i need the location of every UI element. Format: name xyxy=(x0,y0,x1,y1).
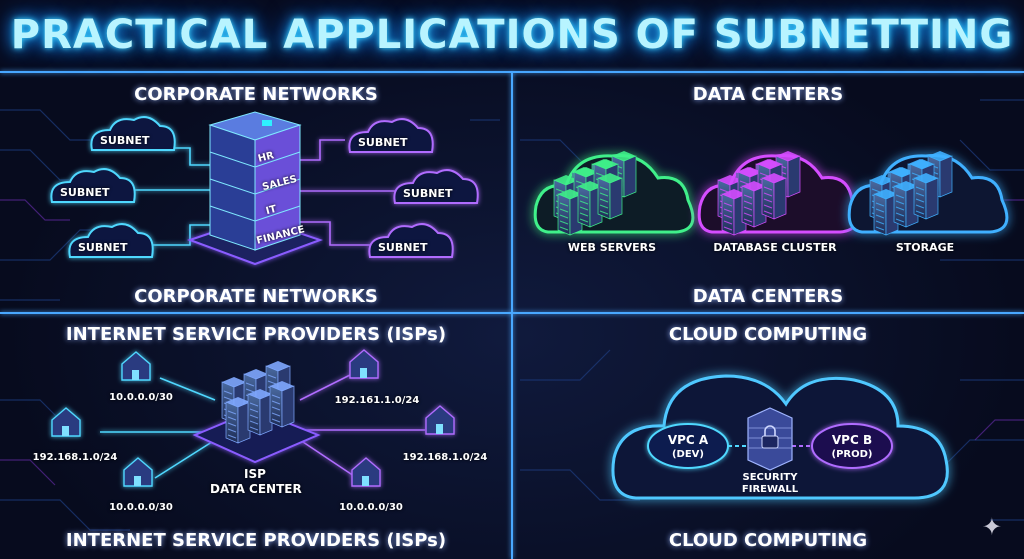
isp-center-line2: DATA CENTER xyxy=(210,482,302,496)
isp-footer: INTERNET SERVICE PROVIDERS (ISPs) xyxy=(65,530,447,551)
office-building xyxy=(208,111,302,251)
cluster-label-web: WEB SERVERS xyxy=(567,241,657,254)
server-rack-icon xyxy=(269,381,295,428)
server-rack-icon xyxy=(913,173,939,220)
isp-address: 192.168.1.0/24 xyxy=(32,452,118,463)
cluster-label-storage: STORAGE xyxy=(895,241,955,254)
house-icon xyxy=(349,349,379,379)
circuit-traces xyxy=(0,99,1024,531)
datacenter-heading: DATA CENTERS xyxy=(692,84,844,105)
datacenter-footer: DATA CENTERS xyxy=(692,286,844,307)
isp-diagram xyxy=(51,349,455,487)
server-rack-icon xyxy=(761,173,787,220)
subnet-label: SUBNET xyxy=(78,241,128,254)
house-icon xyxy=(51,407,81,437)
server-rack-icon xyxy=(741,181,767,228)
subnet-label: SUBNET xyxy=(100,134,150,147)
cluster-label-db: DATABASE CLUSTER xyxy=(713,241,837,254)
firewall-icon xyxy=(747,407,793,471)
isp-address: 10.0.0.0/30 xyxy=(339,502,403,513)
vpc-a-sublabel: (DEV) xyxy=(671,449,704,460)
server-rack-icon xyxy=(597,173,623,220)
vpc-a-label: VPC A xyxy=(667,433,709,447)
subnet-label: SUBNET xyxy=(60,186,110,199)
house-icon xyxy=(121,351,151,381)
vpc-b-label: VPC B xyxy=(831,433,873,447)
cloud-diagram xyxy=(611,374,949,500)
firewall-label-2: FIREWALL xyxy=(741,484,799,495)
subnet-label: SUBNET xyxy=(358,136,408,149)
isp-address: 10.0.0.0/30 xyxy=(109,502,173,513)
house-icon xyxy=(123,457,153,487)
isp-address: 10.0.0.0/30 xyxy=(109,392,173,403)
house-icon xyxy=(425,405,455,435)
server-rack-icon xyxy=(225,397,251,444)
panel-dividers xyxy=(0,71,1024,559)
sparkle-icon: ✦ xyxy=(981,513,1002,541)
server-rack-icon xyxy=(247,389,273,436)
corporate-diagram xyxy=(50,111,479,266)
datacenter-diagram xyxy=(533,151,1009,236)
subnet-label: SUBNET xyxy=(403,187,453,200)
page-title: PRACTICAL APPLICATIONS OF SUBNETTING xyxy=(10,12,1014,58)
firewall-label-1: SECURITY xyxy=(742,472,798,483)
corporate-heading: CORPORATE NETWORKS xyxy=(134,84,378,105)
subnet-cloud-group xyxy=(50,116,479,258)
isp-heading: INTERNET SERVICE PROVIDERS (ISPs) xyxy=(65,324,447,345)
vpc-b-sublabel: (PROD) xyxy=(831,449,873,460)
isp-address: 192.168.1.0/24 xyxy=(402,452,488,463)
subnet-label: SUBNET xyxy=(378,241,428,254)
house-icon xyxy=(351,457,381,487)
cloud-footer: CLOUD COMPUTING xyxy=(668,530,868,551)
isp-center-line1: ISP xyxy=(244,467,266,481)
corporate-footer: CORPORATE NETWORKS xyxy=(134,286,378,307)
isp-address: 192.161.1.0/24 xyxy=(334,395,420,406)
cloud-heading: CLOUD COMPUTING xyxy=(668,324,868,345)
